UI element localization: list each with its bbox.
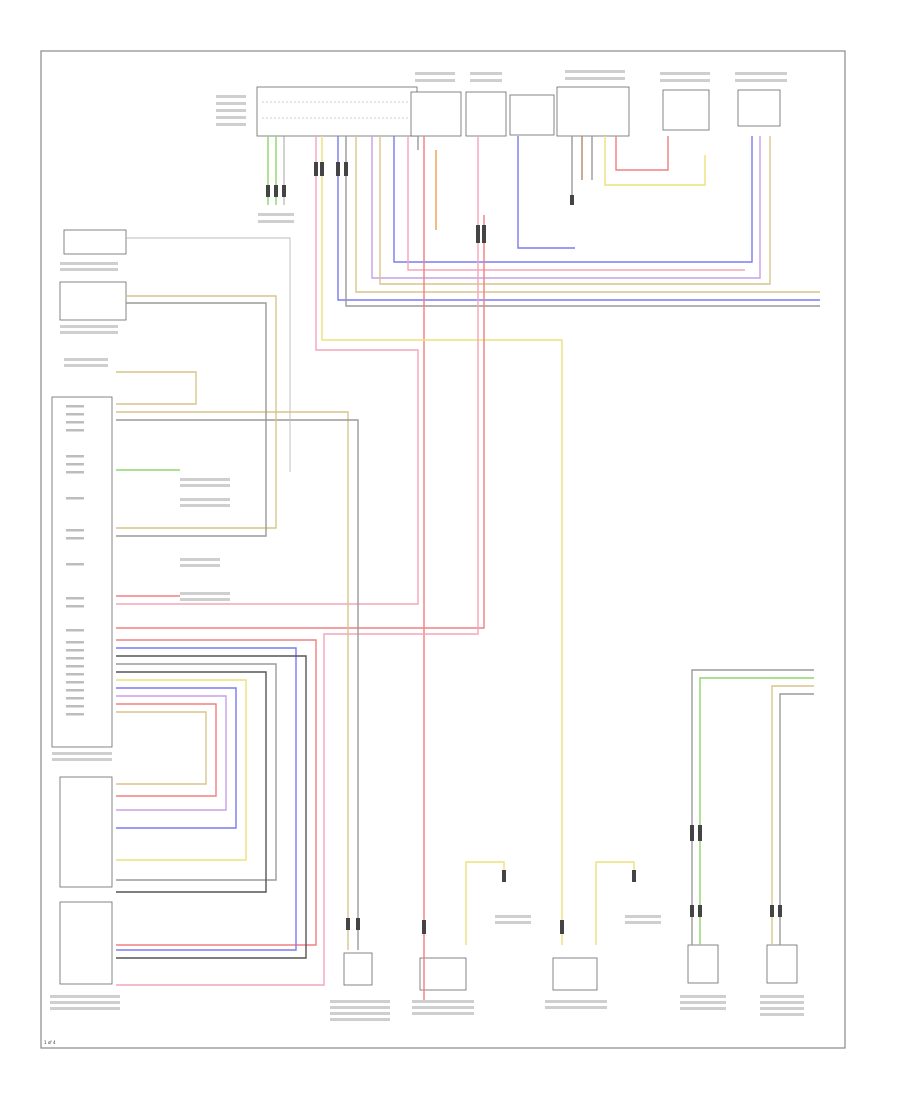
page-footer: 1 of 4 bbox=[44, 1040, 56, 1045]
wire-blue-bus-2 bbox=[393, 136, 753, 263]
temp-sensor-1-box bbox=[687, 944, 719, 984]
blower-control-box bbox=[59, 901, 113, 985]
junction-box-1 bbox=[410, 91, 462, 137]
label-placeholders bbox=[50, 70, 804, 1021]
diagram-frame bbox=[40, 50, 846, 1049]
wire-blue-bus bbox=[337, 136, 820, 301]
climate-control-module-box bbox=[51, 396, 113, 748]
wire-pink-bus bbox=[407, 136, 745, 271]
wire-yellow-right bbox=[321, 136, 563, 945]
module-pin-labels bbox=[66, 405, 84, 716]
temperature-sensor-box bbox=[737, 89, 781, 127]
wire-yellow-pds bbox=[604, 136, 706, 186]
wire-violet-bus-1 bbox=[371, 136, 761, 279]
wire-yellow-left-servo bbox=[116, 411, 349, 950]
connector-marks bbox=[266, 162, 782, 934]
wire-gray-bus bbox=[345, 136, 820, 307]
wire-red-pds bbox=[615, 136, 669, 171]
wire-red-module-1 bbox=[116, 215, 485, 629]
left-servo-motor-box bbox=[343, 952, 373, 986]
right-servo-motor-box bbox=[552, 957, 598, 991]
temp-sensor-2-box bbox=[766, 944, 798, 984]
junction-box-3 bbox=[509, 94, 555, 136]
blower-motor-box bbox=[419, 957, 467, 991]
wire-sensor-green bbox=[699, 677, 814, 945]
footwell-module-box bbox=[256, 86, 418, 137]
wire-pink-left bbox=[116, 136, 419, 605]
pressure-sensor-box bbox=[662, 89, 710, 131]
lower-left-module-box bbox=[59, 776, 113, 888]
wire-tan-bus bbox=[355, 136, 820, 293]
upper-left-module-box bbox=[63, 229, 127, 255]
wire-blue-j3 bbox=[517, 136, 575, 249]
wire-sensor-gray bbox=[691, 669, 814, 945]
wire-sensor-tan bbox=[771, 685, 814, 945]
junction-box-2 bbox=[465, 91, 507, 137]
power-distribution-box bbox=[556, 86, 630, 137]
left-module-box-2 bbox=[59, 281, 127, 321]
wire-tan-bus-2 bbox=[379, 136, 771, 285]
